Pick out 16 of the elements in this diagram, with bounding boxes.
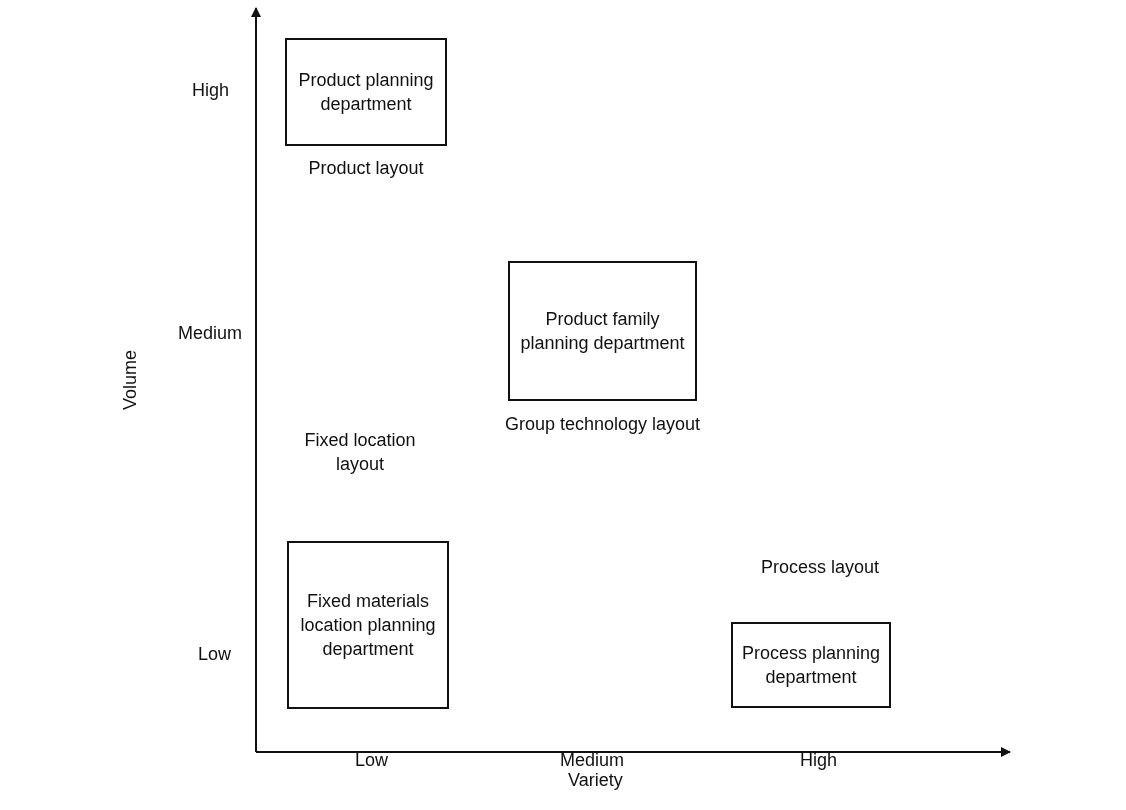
axis-tick-label: Medium	[178, 322, 243, 345]
axis-title: Volume	[119, 350, 141, 410]
axis-title: Variety	[568, 769, 623, 792]
layout-caption: Process layout	[759, 556, 881, 579]
layout-caption: Fixed location layout	[303, 429, 417, 476]
axis-tick-label: High	[192, 79, 230, 102]
axis-tick-label: Low	[355, 749, 389, 772]
layout-caption: Product layout	[307, 157, 425, 180]
department-box: Fixed materials location planning department	[287, 541, 449, 709]
department-box: Product family planning department	[508, 261, 697, 401]
department-box: Process planning department	[731, 622, 891, 708]
axis-tick-label: Medium	[560, 749, 625, 772]
axis-tick-label: Low	[198, 643, 232, 666]
department-box: Product planning department	[285, 38, 447, 146]
layout-caption: Group technology layout	[503, 413, 702, 436]
axis-tick-label: High	[800, 749, 838, 772]
